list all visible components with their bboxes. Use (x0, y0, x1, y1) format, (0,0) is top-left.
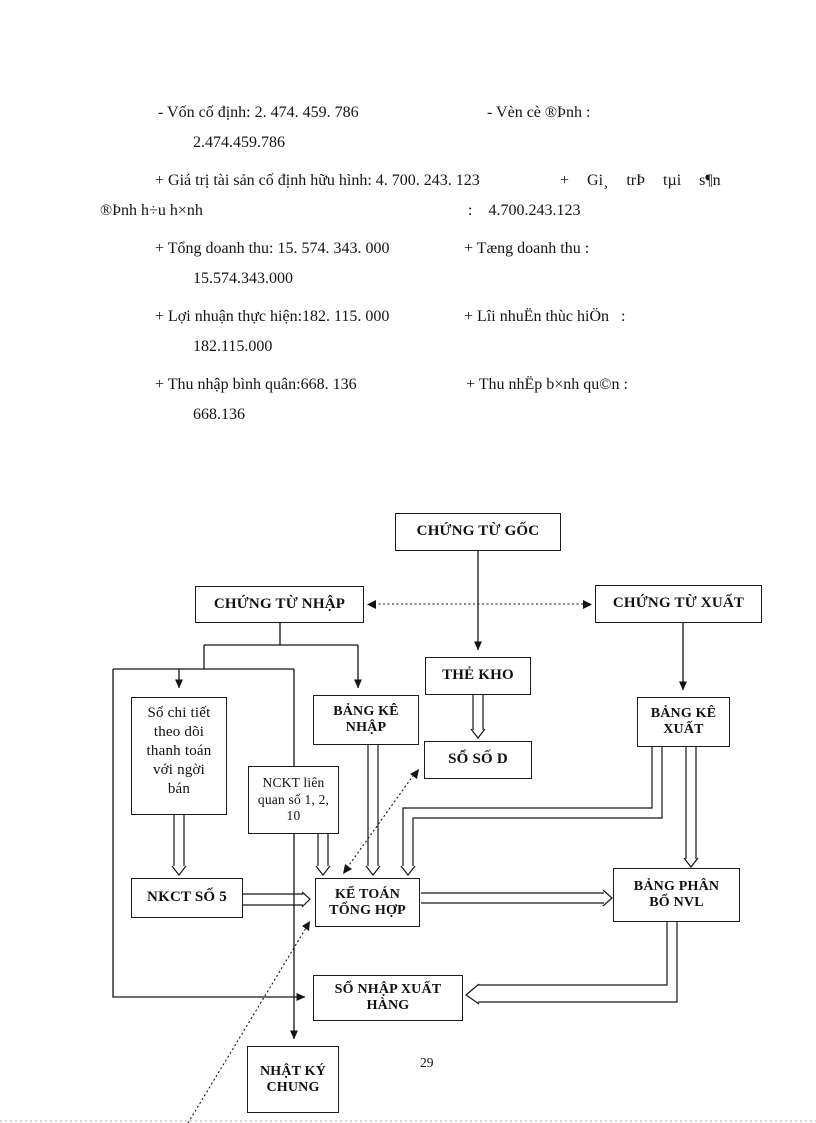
box-chung-tu-goc: CHỨNG TỪ GỐC (395, 513, 561, 551)
dotted-head-left (367, 600, 376, 609)
double-arrow-nkct5-ketoan (243, 891, 311, 908)
box-ke-toan-tong-hop: KẾ TOÁN TỔNG HỢP (315, 878, 420, 927)
double-arrow-nckt-ketoan (315, 834, 331, 876)
double-arrow-ketoan-bangphanbo (421, 889, 613, 907)
stat-tong-doanh-thu: + Tổng doanh thu: 15. 574. 343. 000 (155, 240, 390, 257)
stat-loi-nhuan: + Lợi nhuận thực hiện:182. 115. 000 (155, 308, 390, 325)
stat-von-co-dinh-garbled: - Vèn cè ®Þnh : (487, 104, 591, 121)
box-bang-phan-bo-nvl: BẢNG PHÂN BỔ NVL (613, 868, 740, 922)
box-so-nhap-xuat-hang: SỔ NHẬP XUẤT HÀNG (313, 975, 463, 1021)
stat-thu-nhap-value: 668.136 (193, 406, 245, 423)
double-arrow-bangkenhap-ketoan (365, 745, 381, 876)
stat-tong-doanh-thu-garbled: + Tæng doanh thu : (464, 240, 590, 257)
box-so-chi-tiet: Sổ chi tiết theo dõi thanh toán với ngời… (131, 697, 227, 815)
stat-gia-tri-garbled: + Gi¸ trÞ tµi s¶n (560, 172, 721, 189)
stat-loi-nhuan-value: 182.115.000 (193, 338, 273, 355)
box-nkct-so-5: NKCT SỐ 5 (131, 878, 243, 918)
box-bang-ke-nhap: BẢNG KÊ NHẬP (313, 695, 419, 745)
box-chung-tu-nhap: CHỨNG TỪ NHẬP (195, 586, 364, 623)
stat-dinh-huu-hinh: ®Þnh h÷u h×nh (100, 202, 203, 219)
stat-gia-tri-tscd: + Giá trị tài sản cố định hữu hình: 4. 7… (155, 172, 480, 189)
double-arrow-thekho-sosod (470, 695, 486, 739)
box-nhat-ky-chung: NHẬT KÝ CHUNG (247, 1046, 339, 1113)
dotted-head-ketoan-bottom (302, 921, 310, 931)
box-bang-ke-xuat: BẢNG KÊ XUẤT (637, 697, 730, 747)
double-arrow-sochitiet-nkct5 (171, 815, 187, 876)
bracket-lines (113, 623, 358, 670)
double-arrow-bangphanbo-sonhapxuat (465, 922, 678, 1005)
box-chung-tu-xuat: CHỨNG TỪ XUẤT (595, 585, 762, 623)
dotted-head-sosod (410, 769, 419, 779)
stat-von-co-dinh: - Vốn cố định: 2. 474. 459. 786 (158, 104, 359, 121)
stat-von-co-dinh-value: 2.474.459.786 (193, 134, 285, 151)
double-arrow-bangkexuat-bangphanbo (683, 747, 699, 868)
dotted-head-ketoan-top (343, 864, 352, 874)
box-the-kho: THẺ KHO (425, 657, 531, 695)
stat-thu-nhap-garbled: + Thu nhËp b×nh qu©n : (466, 376, 628, 393)
stat-loi-nhuan-garbled: + Lîi nhuËn thùc hiÖn : (464, 308, 626, 325)
box-nckt-lien-quan: NCKT liên quan số 1, 2, 10 (248, 766, 339, 834)
dotted-ketoan-sosod (346, 772, 416, 869)
page-number: 29 (420, 1055, 434, 1070)
dotted-head-right (583, 600, 592, 609)
stat-tong-doanh-thu-value: 15.574.343.000 (193, 270, 293, 287)
stat-thu-nhap: + Thu nhập bình quân:668. 136 (155, 376, 357, 393)
box-so-so-d: SỔ SỐ D (424, 741, 532, 779)
stat-gia-tri-value: : 4.700.243.123 (468, 202, 581, 219)
